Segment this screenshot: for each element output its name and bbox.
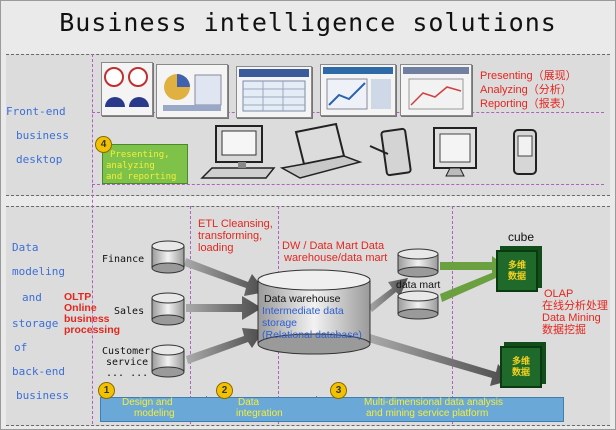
step-text: and mining service platform: [366, 408, 489, 419]
step-text: Data: [238, 397, 260, 408]
cube-text: 多维: [511, 356, 530, 366]
step-text: modeling: [134, 408, 175, 419]
step-text: Design and: [122, 397, 173, 408]
source-sales: Sales: [114, 306, 145, 317]
data-mart-db-icon: [397, 290, 439, 320]
dw-mart-label: warehouse/data mart: [284, 252, 388, 264]
step4-text: and reporting: [106, 172, 177, 182]
tablet-icon: [369, 127, 412, 177]
source-finance: Finance: [102, 254, 145, 265]
analysis-thumbnail: [400, 64, 472, 116]
dw-mart-label: DW / Data Mart Data: [282, 240, 385, 252]
arrow-to-cube-top2: [440, 266, 506, 302]
etl-label: ETL Cleansing,: [198, 218, 273, 230]
frontend-label-line: Front-end: [6, 105, 66, 118]
function-reporting: Reporting（报表）: [480, 98, 572, 110]
frontend-label-line: business: [16, 129, 69, 142]
report-thumbnail: [320, 64, 396, 116]
backend-label-line: modeling: [12, 265, 65, 278]
arrow-to-cube-top: [440, 256, 506, 276]
step-text: Multi-dimensional data analysis: [364, 397, 503, 408]
arrow-finance: [184, 258, 266, 296]
dashboard-thumbnail: [101, 62, 153, 116]
step4-number: 4: [95, 136, 112, 153]
oltp-label: OLTP: [64, 291, 92, 303]
warehouse-subtitle: storage: [262, 317, 298, 329]
source-customer-service: service: [106, 357, 149, 368]
oltp-label: business: [64, 313, 110, 325]
step-text: integration: [236, 408, 283, 419]
source-more: ... ...: [106, 368, 149, 379]
finance-db-icon: [151, 240, 185, 274]
step-number: 1: [98, 382, 115, 399]
arrow-service: [186, 328, 264, 364]
step4-text: Presenting,: [110, 150, 170, 160]
divider-line: [190, 206, 191, 424]
warehouse-title: Data warehouse: [264, 293, 341, 305]
divider-line: [92, 184, 604, 185]
frontend-label-line: desktop: [16, 153, 63, 166]
step-number: 3: [330, 382, 347, 399]
cube-label: cube: [508, 230, 535, 244]
laptop-icon: [279, 122, 363, 179]
process-bar: [100, 397, 564, 422]
customer-service-db-icon: [151, 344, 185, 378]
monitor-icon: [433, 127, 477, 177]
data-warehouse-cylinder-icon: [257, 269, 371, 355]
olap-label: OLAP: [544, 288, 574, 300]
olap-label: 数据挖掘: [542, 324, 586, 336]
backend-label-line: business: [16, 389, 69, 402]
divider-line: [452, 206, 453, 424]
function-presenting: Presenting（展现）: [480, 70, 577, 82]
arrow-to-cube-bottom: [368, 334, 512, 386]
cube-icon: 多维 数据: [500, 346, 542, 388]
table-thumbnail: [236, 66, 312, 118]
etl-label: transforming,: [198, 230, 263, 242]
olap-label: Data Mining: [542, 312, 601, 324]
step4-text: analyzing: [106, 161, 155, 171]
diagram-title: Business intelligence solutions: [59, 8, 557, 37]
divider-line: [92, 54, 93, 424]
cube-text: 多维: [507, 260, 526, 270]
backend-label-line: and: [22, 291, 42, 304]
oltp-label: processing: [64, 324, 121, 336]
warehouse-subtitle: (Relational database): [262, 329, 362, 341]
function-analyzing: Analyzing（分析）: [480, 84, 572, 96]
arrow-to-datamart: [368, 278, 408, 312]
cube-icon: 多维 数据: [496, 250, 538, 292]
source-customer-service: Customer: [102, 346, 151, 357]
olap-label: 在线分析处理: [542, 300, 608, 312]
backend-label-line: back-end: [12, 365, 65, 378]
backend-label-line: Data: [12, 241, 39, 254]
arrow-sales: [186, 296, 262, 320]
cube-text: 数据: [507, 271, 526, 281]
data-mart-label: data mart: [396, 279, 441, 291]
data-mart-db-icon: [397, 248, 439, 278]
backend-label-line: storage: [12, 317, 59, 330]
step-number: 2: [216, 382, 233, 399]
etl-label: loading: [198, 242, 234, 254]
sales-db-icon: [151, 292, 185, 326]
step4-box: [102, 144, 188, 184]
oltp-label: Online: [64, 302, 97, 314]
backend-label-line: of: [14, 341, 28, 354]
desktop-computer-icon: [200, 125, 276, 179]
cube-text: 数据: [511, 367, 530, 377]
warehouse-subtitle: Intermediate data: [262, 305, 344, 317]
chart-thumbnail: [156, 64, 228, 118]
mobile-phone-icon: [513, 129, 537, 175]
